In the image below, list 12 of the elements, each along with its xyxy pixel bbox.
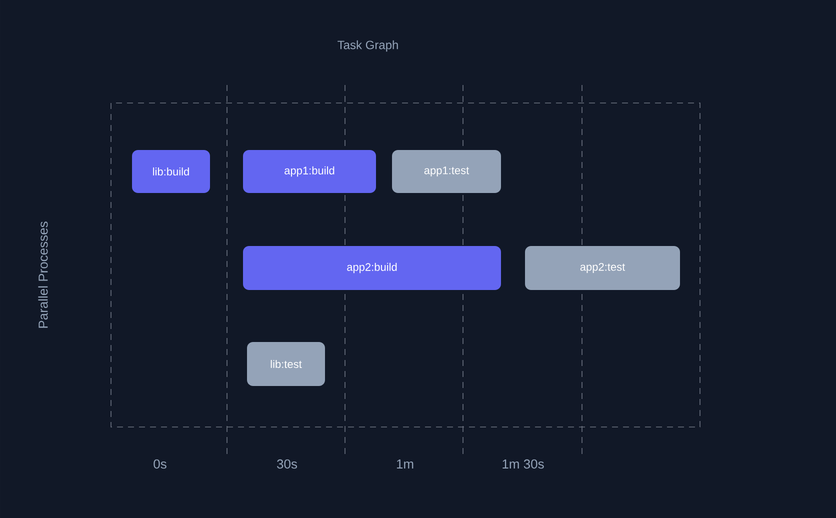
chart-title: Task Graph (338, 40, 398, 52)
task-bar: app1:test (392, 150, 501, 193)
tick-label: 1m 30s (502, 459, 544, 469)
task-bar: app1:build (243, 150, 376, 193)
task-bar: app2:test (525, 246, 680, 290)
axis-label: Parallel Processes (38, 222, 48, 328)
task-bar: lib:build (132, 150, 210, 193)
task-bar: app2:build (243, 246, 501, 290)
task-bar: lib:test (247, 342, 325, 386)
tick-label: 30s (277, 459, 298, 469)
tick-label: 0s (154, 459, 166, 469)
tick-label: 1m (396, 460, 414, 468)
